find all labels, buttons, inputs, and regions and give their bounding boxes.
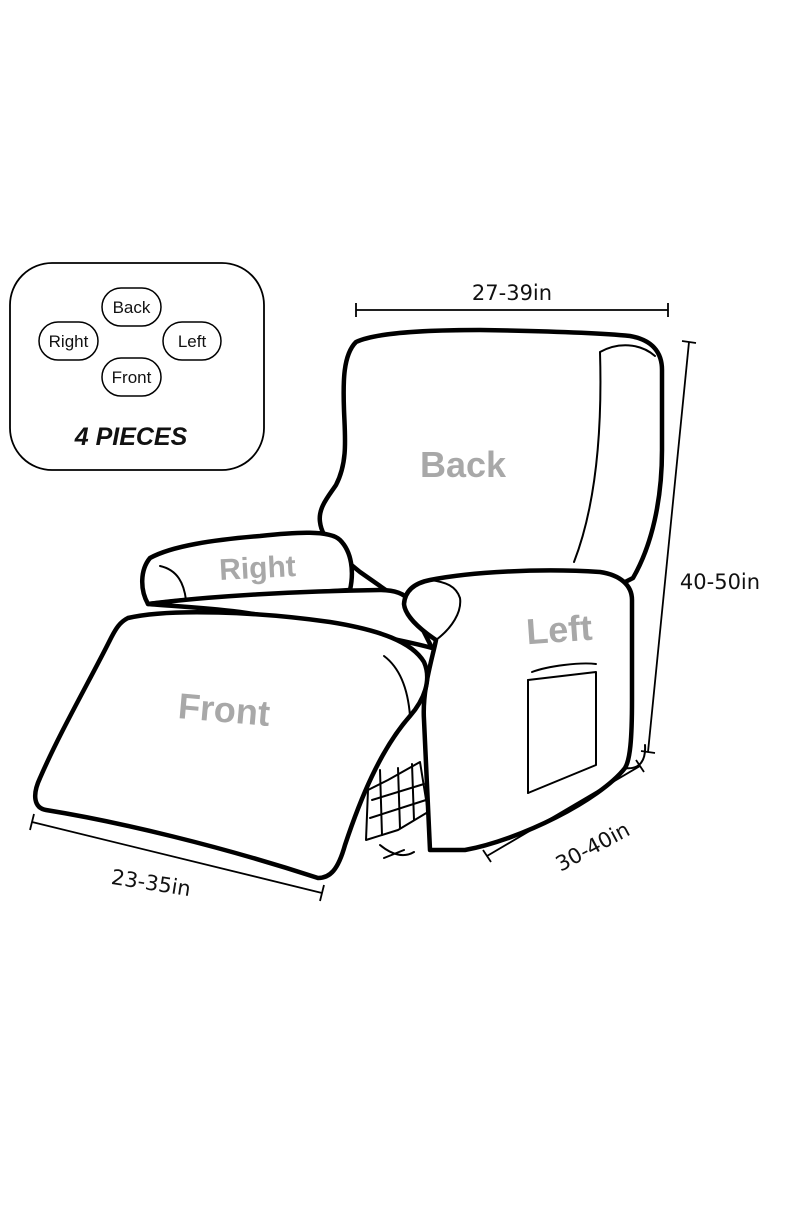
dimension-front-width-label: 23-35in	[110, 865, 193, 901]
pieces-count-label: 4 PIECES	[74, 423, 188, 451]
right-arm	[140, 530, 355, 607]
legend-pill-right-label: Right	[49, 332, 89, 351]
back-cushion	[317, 327, 665, 603]
dimension-height-label: 40-50in	[680, 570, 760, 594]
legend-pill-left-label: Left	[178, 332, 207, 351]
part-labels: Back Right Left Front	[176, 444, 593, 734]
part-label-right: Right	[218, 550, 296, 587]
dimension-height: 40-50in	[640, 340, 760, 754]
legend-pill-back-label: Back	[113, 298, 151, 317]
recliner-drawing	[32, 327, 665, 881]
part-label-left: Left	[525, 607, 594, 653]
front-cushion-seam	[383, 655, 411, 717]
left-arm	[401, 568, 635, 853]
front-cushion	[32, 609, 430, 881]
part-label-back: Back	[420, 444, 507, 485]
legend-pill-back: Back	[101, 287, 162, 327]
back-side-panel	[573, 344, 656, 563]
dimension-depth-label: 30-40in	[552, 817, 634, 876]
legend-pill-front-label: Front	[112, 368, 152, 387]
legend-pill-left: Left	[162, 321, 222, 361]
legend-pill-right: Right	[38, 321, 99, 361]
part-label-front: Front	[176, 685, 271, 734]
pieces-legend: Back Right Left Front 4 PIECES	[9, 262, 265, 471]
right-arm-seam	[159, 565, 187, 601]
left-arm-front-panel	[429, 579, 462, 641]
side-pocket	[527, 662, 597, 794]
dimension-top-width-label: 27-39in	[472, 281, 552, 305]
legend-pill-front: Front	[101, 357, 162, 397]
dimension-top-width: 27-39in	[355, 281, 669, 317]
side-base	[624, 744, 647, 770]
footrest-mechanism	[365, 761, 429, 859]
